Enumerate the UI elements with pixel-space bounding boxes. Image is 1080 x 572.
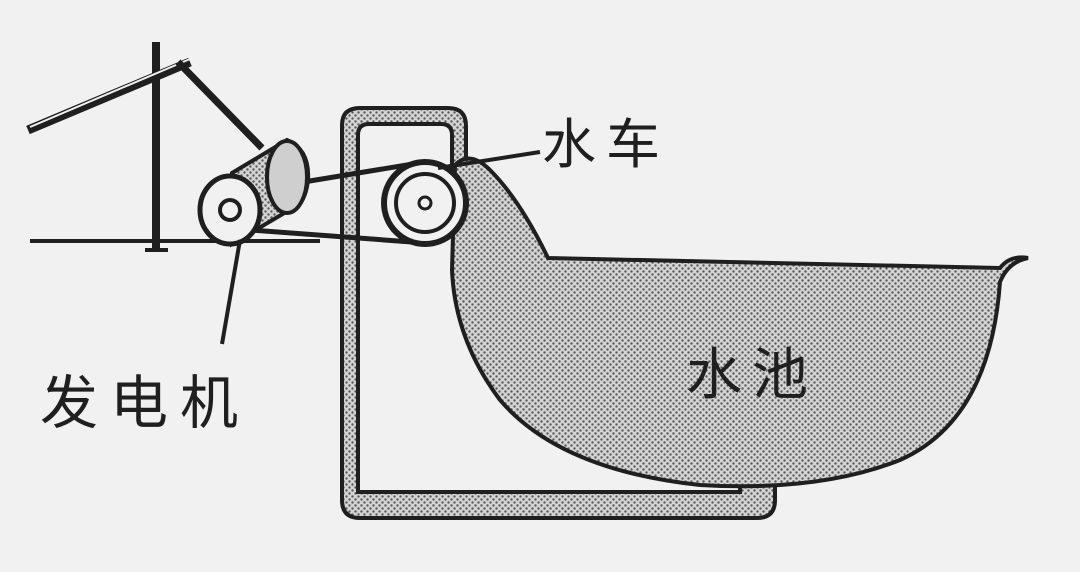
generator-leader-line xyxy=(220,239,242,345)
water-channel xyxy=(340,106,777,520)
waterwheel-leader-line xyxy=(437,150,541,170)
waterwheel xyxy=(381,159,469,247)
waterwheel-label: 水车 xyxy=(542,113,670,176)
generator xyxy=(197,137,311,248)
pool-label: 水池 xyxy=(686,343,818,408)
generator-label: 发电机 xyxy=(40,369,251,437)
support-frame xyxy=(26,42,265,252)
water-pool xyxy=(449,156,1029,489)
